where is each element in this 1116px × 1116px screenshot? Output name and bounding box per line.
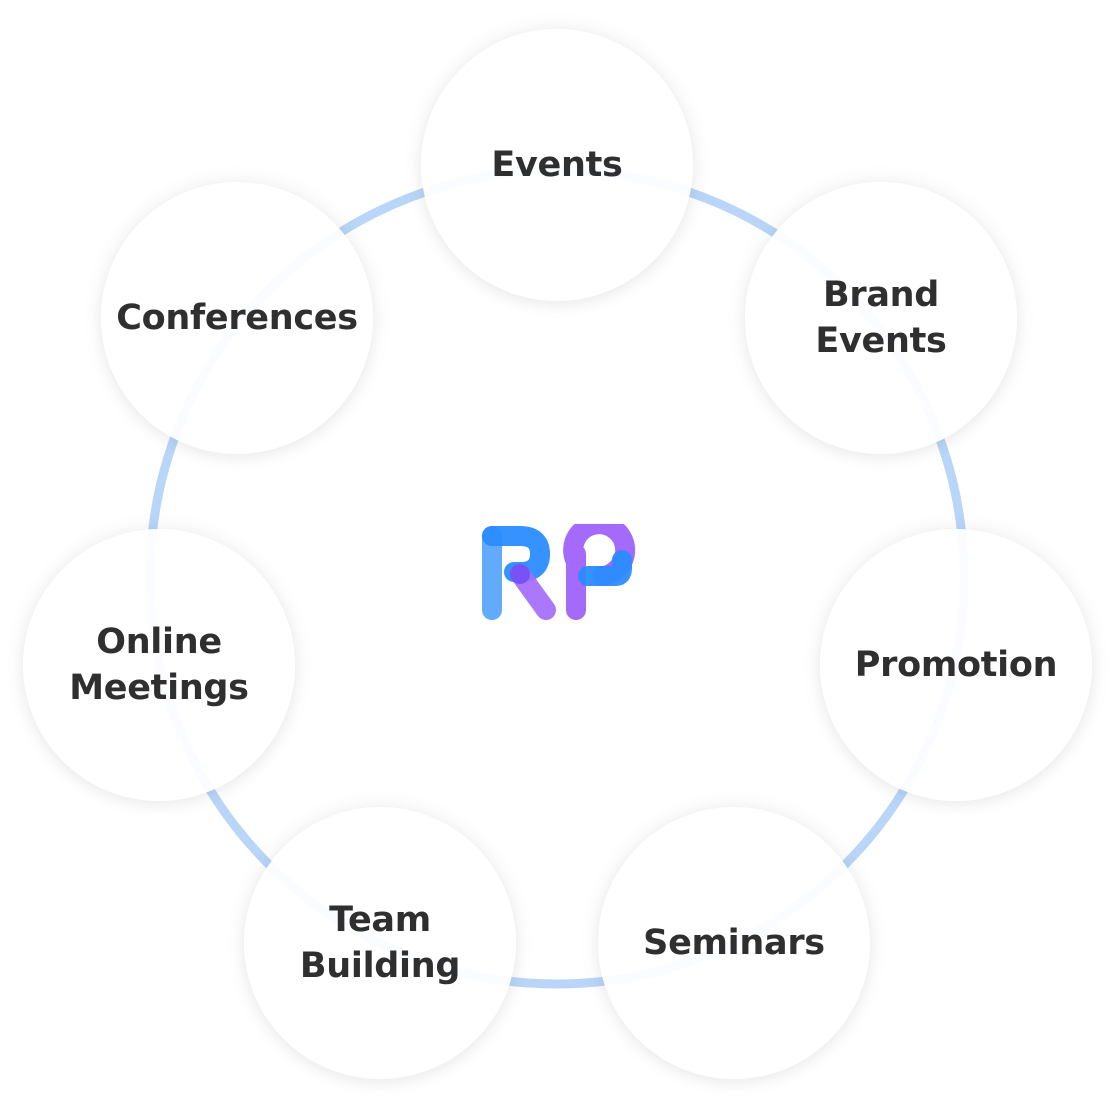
- node-label: Online Meetings: [69, 622, 249, 708]
- node-label: Events: [491, 145, 623, 185]
- node-online-meetings[interactable]: Online Meetings: [23, 529, 295, 801]
- node-seminars[interactable]: Seminars: [598, 807, 870, 1079]
- node-conferences[interactable]: Conferences: [101, 182, 373, 454]
- node-events[interactable]: Events: [421, 29, 693, 301]
- node-promotion[interactable]: Promotion: [820, 529, 1092, 801]
- node-label: Seminars: [643, 923, 825, 963]
- rp-logo-icon: [482, 524, 636, 620]
- node-team-building[interactable]: Team Building: [244, 807, 516, 1079]
- node-label: Promotion: [854, 645, 1058, 685]
- node-brand-events[interactable]: Brand Events: [745, 182, 1017, 454]
- node-label: Conferences: [116, 298, 358, 338]
- node-label: Team Building: [299, 900, 461, 986]
- node-label: Brand Events: [815, 275, 947, 361]
